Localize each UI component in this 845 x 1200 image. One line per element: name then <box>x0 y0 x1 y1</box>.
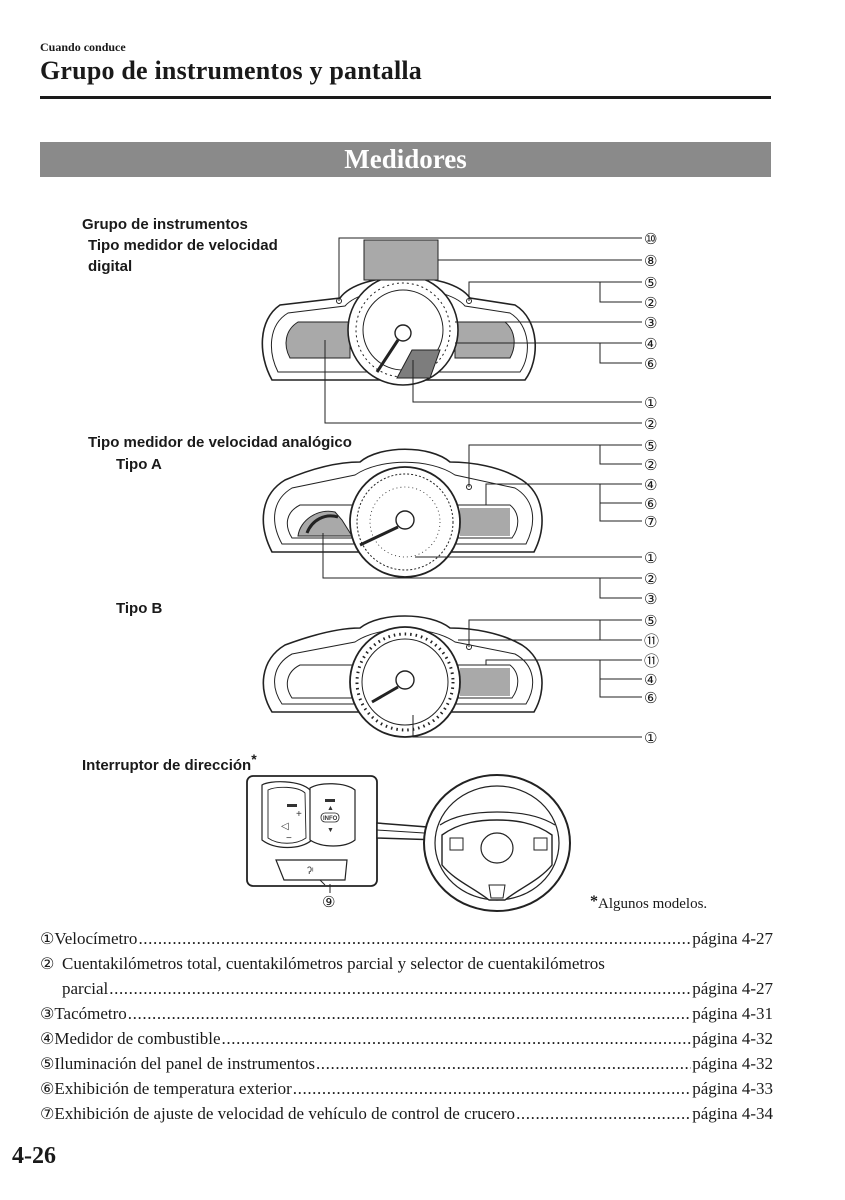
svg-text:▲: ▲ <box>327 805 334 812</box>
section-label: Cuando conduce <box>40 40 126 54</box>
callout-5: ⑤ <box>644 274 657 292</box>
svg-text:◁: ◁ <box>281 821 289 832</box>
callout-a-7: ⑦ <box>644 513 657 531</box>
callout-a-2b: ② <box>644 570 657 588</box>
label-digital-type-2: digital <box>88 258 133 275</box>
steering-switch-mark: * <box>251 751 257 767</box>
svg-text:−: − <box>286 833 292 844</box>
footnote: *Algunos modelos. <box>590 893 707 913</box>
leader-dots <box>293 1076 691 1101</box>
legend-page-ref: página 4-27 <box>692 929 773 948</box>
callout-2b: ② <box>644 415 657 433</box>
legend-page-ref: página 4-31 <box>692 1004 773 1023</box>
callout-10: ⑩ <box>644 230 657 248</box>
callout-3: ③ <box>644 314 657 332</box>
callout-4: ④ <box>644 335 657 353</box>
svg-text:+: + <box>296 809 302 820</box>
legend-number: ⑥ <box>40 1079 55 1098</box>
legend-row: ④ Medidor de combustible página 4-32 <box>40 1026 773 1051</box>
legend-text: parcial <box>62 979 109 998</box>
legend-text: Tacómetro <box>54 1004 127 1023</box>
legend-text: Velocímetro <box>54 929 138 948</box>
legend-number: ① <box>40 929 55 948</box>
leader-dots <box>316 1051 691 1076</box>
svg-text:INFO: INFO <box>323 816 338 822</box>
callout-b-1: ① <box>644 729 657 747</box>
legend-row: ① Velocímetro página 4-27 <box>40 926 773 951</box>
title-rule <box>40 96 771 99</box>
page-title: Grupo de instrumentos y pantalla <box>40 56 423 85</box>
legend-row: parcial página 4-27 <box>40 976 773 1001</box>
legend-page-ref: página 4-27 <box>692 979 773 998</box>
leader-dots <box>222 1026 692 1051</box>
legend-text: Exhibición de ajuste de velocidad de veh… <box>54 1104 516 1123</box>
legend-row: ⑦ Exhibición de ajuste de velocidad de v… <box>40 1101 773 1126</box>
legend-page-ref: página 4-34 <box>692 1104 773 1123</box>
legend-text: Medidor de combustible <box>54 1029 221 1048</box>
callout-6: ⑥ <box>644 355 657 373</box>
footnote-text: Algunos modelos. <box>598 896 708 912</box>
digital-cluster: ⑩ ⑧ ⑤ ② ③ ④ ⑥ ① ② <box>261 230 657 433</box>
callout-b-11: ⑪ <box>644 632 659 650</box>
callout-a-1: ① <box>644 549 657 567</box>
footnote-mark: * <box>590 893 598 910</box>
legend-text: Iluminación del panel de instrumentos <box>54 1054 315 1073</box>
legend-row: ② Cuentakilómetros total, cuentakilómetr… <box>40 951 773 976</box>
page-number: 4-26 <box>12 1143 56 1169</box>
legend-page-ref: página 4-32 <box>692 1029 773 1048</box>
leader-dots <box>138 926 691 951</box>
svg-text:▬: ▬ <box>287 799 297 810</box>
callout-9: ⑨ <box>322 893 335 911</box>
callout-a-4: ④ <box>644 476 657 494</box>
callout-8: ⑧ <box>644 252 657 270</box>
leader-dots <box>128 1001 691 1026</box>
legend-row: ⑤ Iluminación del panel de instrumentos … <box>40 1051 773 1076</box>
callout-a-6: ⑥ <box>644 495 657 513</box>
svg-text:▼: ▼ <box>327 827 334 834</box>
legend-number: ④ <box>40 1029 55 1048</box>
instrument-figures: .num { font-family: "DejaVu Sans", sans-… <box>246 230 659 912</box>
steering-switch-text: Interruptor de dirección <box>82 757 252 774</box>
callout-b-5: ⑤ <box>644 612 657 630</box>
legend-number: ③ <box>40 1004 55 1023</box>
legend-text: Exhibición de temperatura exterior <box>54 1079 292 1098</box>
svg-text:ʔᶦ: ʔᶦ <box>307 866 314 877</box>
label-analog-type: Tipo medidor de velocidad analógico <box>88 434 352 451</box>
legend-number: ⑤ <box>40 1054 55 1073</box>
callout-1: ① <box>644 394 657 412</box>
legend-list: ① Velocímetro página 4-27 ② Cuentakilóme… <box>40 926 773 1126</box>
leader-dots <box>109 976 691 1001</box>
legend-text: Cuentakilómetros total, cuentakilómetros… <box>62 954 605 973</box>
label-steering-switch: Interruptor de dirección* <box>82 751 257 774</box>
legend-number: ⑦ <box>40 1104 55 1123</box>
label-cluster-group: Grupo de instrumentos <box>82 216 248 233</box>
type-b-cluster: ⑤ ⑪ ⑪ ④ ⑥ ① <box>262 612 659 747</box>
callout-a-2: ② <box>644 456 657 474</box>
legend-page-ref: página 4-32 <box>692 1054 773 1073</box>
callout-2: ② <box>644 294 657 312</box>
callout-a-3: ③ <box>644 590 657 608</box>
section-banner: Medidores <box>40 142 771 177</box>
legend-number: ② <box>40 954 55 973</box>
type-a-cluster: ⑤ ② ④ ⑥ ⑦ ① ② ③ <box>262 437 657 608</box>
callout-a-5: ⑤ <box>644 437 657 455</box>
legend-page-ref: página 4-33 <box>692 1079 773 1098</box>
label-type-a: Tipo A <box>116 456 162 473</box>
callout-b-6: ⑥ <box>644 689 657 707</box>
callout-b-4: ④ <box>644 671 657 689</box>
label-type-b: Tipo B <box>116 600 163 617</box>
legend-row: ③ Tacómetro página 4-31 <box>40 1001 773 1026</box>
callout-b-11b: ⑪ <box>644 652 659 670</box>
label-digital-type: Tipo medidor de velocidad <box>88 237 278 254</box>
leader-dots <box>516 1101 691 1126</box>
legend-row: ⑥ Exhibición de temperatura exterior pág… <box>40 1076 773 1101</box>
svg-text:▬: ▬ <box>325 794 335 805</box>
steering-switch-figure: ▬ + ◁ − ▬ ▲ INFO ▼ ʔᶦ ⑨ <box>246 774 571 912</box>
